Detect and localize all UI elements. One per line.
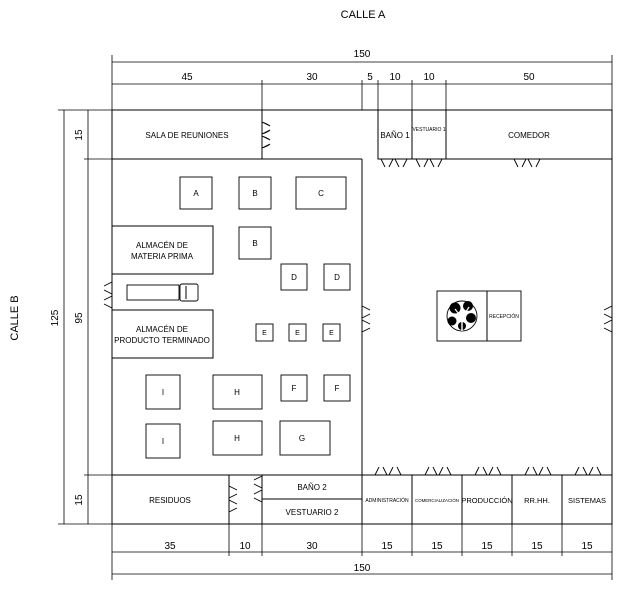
street-b-label: CALLE B: [9, 295, 21, 340]
dim-left-seg-3: 15: [74, 494, 85, 506]
dim-left-seg-1: 15: [74, 129, 85, 141]
machine-i-1-label: I: [162, 388, 164, 397]
dim-bottom-seg-3: 30: [306, 541, 318, 552]
label-vestuario-2: VESTUARIO 2: [286, 508, 339, 517]
dim-left-total: 125: [50, 309, 61, 326]
dim-bottom-seg-4: 15: [381, 541, 393, 552]
dim-left-seg-2: 95: [74, 312, 85, 324]
door-produccion[interactable]: [474, 466, 502, 476]
label-comercializacion: COMERCIALIZACIÓN: [415, 498, 459, 503]
door-rrhh[interactable]: [524, 466, 552, 476]
machine-e-1: [255, 323, 274, 342]
machine-b-2: [238, 226, 272, 260]
label-residuos: RESIDUOS: [149, 496, 191, 505]
label-sala-reuniones: SALA DE REUNIONES: [145, 131, 228, 140]
machine-b-1: [238, 176, 272, 210]
machine-d-2: [323, 263, 351, 291]
dim-bottom-seg-6: 15: [481, 541, 493, 552]
door-main-entrance[interactable]: [603, 305, 613, 333]
dim-bottom-seg-8: 15: [581, 541, 593, 552]
room-vestuario-1: [411, 109, 447, 160]
machine-f-2-label: F: [335, 384, 340, 393]
top-dimensions: 150 45 30 5 10 10 50: [111, 49, 613, 110]
machine-e-2: [288, 323, 307, 342]
machine-a: [179, 176, 213, 210]
machine-d-1-label: D: [291, 273, 297, 282]
dim-bottom-seg-5: 15: [431, 541, 443, 552]
machine-c: [295, 176, 347, 210]
dim-bottom-seg-1: 35: [164, 541, 176, 552]
door-loading-dock[interactable]: [103, 281, 113, 309]
dim-top-seg-4: 10: [389, 72, 401, 83]
label-rrhh: RR.HH.: [524, 496, 550, 505]
room-almacen-producto-terminado: [111, 309, 214, 359]
dim-top-seg-3: 5: [367, 72, 373, 83]
room-residuos: [111, 474, 230, 525]
machines: A B C B D D E E E F F I H I H G: [145, 176, 351, 459]
machine-i-1: [145, 374, 181, 410]
label-administracion: ADMINISTRACIÓN: [365, 497, 409, 504]
label-produccion: PRODUCCIÓN: [461, 496, 512, 505]
dim-bottom-seg-2: 10: [239, 541, 251, 552]
dim-top-seg-1: 45: [181, 72, 193, 83]
machine-f-2: [323, 374, 351, 402]
machine-f-1: [280, 374, 308, 402]
label-almacen-mp-2: MATERIA PRIMA: [131, 252, 194, 261]
room-almacen-materia-prima: [111, 225, 214, 275]
door-vestuario-1[interactable]: [415, 158, 443, 168]
label-bano-1: BAÑO 1: [380, 131, 410, 140]
machine-h-2-label: H: [234, 434, 240, 443]
label-almacen-pt-2: PRODUCTO TERMINADO: [114, 336, 210, 345]
label-sistemas: SISTEMAS: [568, 496, 606, 505]
dim-top-total: 150: [354, 49, 371, 60]
street-a-label: CALLE A: [341, 9, 386, 21]
left-dimensions: 125 15 95 15: [50, 109, 112, 525]
label-almacen-mp-1: ALMACÉN DE: [136, 241, 188, 250]
door-administracion[interactable]: [374, 466, 402, 476]
door-comercializacion[interactable]: [424, 466, 452, 476]
machine-d-2-label: D: [334, 273, 340, 282]
label-recepcion: RECEPCIÓN: [489, 313, 519, 320]
machine-f-1-label: F: [292, 384, 297, 393]
machine-h-2: [212, 420, 263, 456]
machine-d-1: [280, 263, 308, 291]
machine-h-1-label: H: [234, 388, 240, 397]
door-bano-1[interactable]: [380, 158, 408, 168]
machine-i-2-label: I: [162, 437, 164, 446]
door-comedor[interactable]: [513, 158, 541, 168]
door-sistemas[interactable]: [574, 466, 602, 476]
machine-e-1-label: E: [262, 330, 267, 337]
label-vestuario-1: VESTUARIO 1: [412, 127, 445, 133]
truck-icon: [126, 283, 199, 302]
label-comedor: COMEDOR: [508, 131, 550, 140]
reception-desk: RECEPCIÓN: [436, 290, 522, 342]
dim-bottom-seg-7: 15: [531, 541, 543, 552]
plant-icon: [446, 300, 478, 332]
machine-c-label: C: [318, 189, 324, 198]
door-residuos[interactable]: [228, 485, 238, 513]
dim-top-seg-6: 50: [523, 72, 535, 83]
doors: [103, 121, 613, 513]
machine-e-3-label: E: [329, 330, 334, 337]
machine-i-2: [145, 423, 181, 459]
machine-b-1-label: B: [252, 189, 257, 198]
bottom-dimensions: 35 10 30 15 15 15 15 15 150: [111, 524, 613, 580]
machine-h-1: [212, 374, 263, 410]
room-vestuario-2: [261, 498, 363, 525]
machine-a-label: A: [193, 189, 199, 198]
machine-e-2-label: E: [295, 330, 300, 337]
dim-top-seg-5: 10: [423, 72, 435, 83]
door-production-area[interactable]: [361, 305, 371, 333]
machine-e-3: [322, 323, 341, 342]
label-almacen-pt-1: ALMACÉN DE: [136, 325, 188, 334]
door-bano-2[interactable]: [253, 475, 263, 503]
dim-bottom-total: 150: [354, 563, 371, 574]
door-sala-reuniones[interactable]: [261, 121, 271, 149]
machine-b-2-label: B: [252, 239, 257, 248]
dim-top-seg-2: 30: [306, 72, 318, 83]
machine-g-label: G: [299, 434, 305, 443]
machine-g: [279, 420, 331, 456]
label-bano-2: BAÑO 2: [297, 483, 327, 492]
